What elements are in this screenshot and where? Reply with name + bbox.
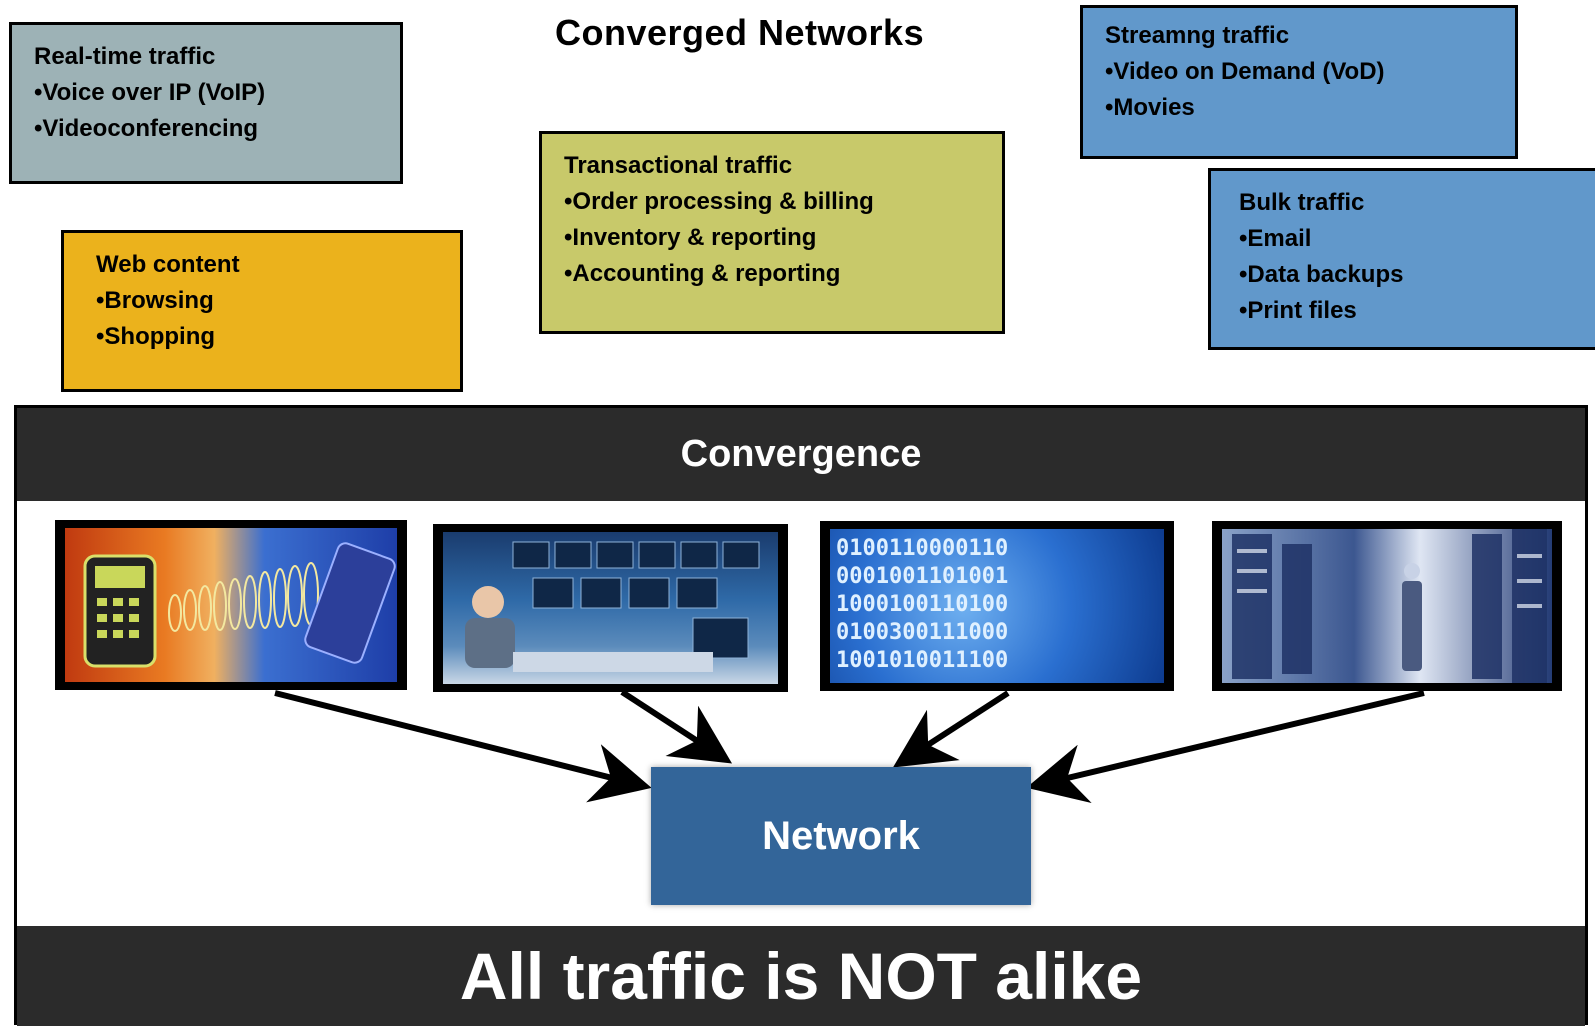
traffic-footer: All traffic is NOT alike: [17, 926, 1585, 1026]
svg-text:0100110000110: 0100110000110: [836, 536, 1008, 561]
arrow-1: [274, 690, 652, 803]
svg-text:0001001101001: 0001001101001: [836, 564, 1008, 589]
transactional-heading: Transactional traffic: [564, 152, 793, 179]
web-content-box: Web content Browsing Shopping: [61, 230, 463, 392]
server-racks-icon: [1232, 529, 1547, 683]
streaming-item: Movies: [1105, 90, 1493, 126]
binary-digits-icon: 0100110000110 0001001101001 100010011010…: [836, 536, 1008, 673]
realtime-item: Videoconferencing: [34, 111, 378, 147]
realtime-heading: Real-time traffic: [34, 43, 216, 70]
binary-data-image: 0100110000110 0001001101001 100010011010…: [820, 521, 1174, 691]
phone-waves-icon: [83, 542, 396, 668]
transactional-item: Accounting & reporting: [564, 256, 980, 292]
transactional-item: Inventory & reporting: [564, 220, 980, 256]
monitors-icon: [465, 541, 760, 672]
diagram-title: Converged Networks: [555, 12, 925, 53]
realtime-item: Voice over IP (VoIP): [34, 75, 378, 111]
bulk-traffic-box: Bulk traffic Email Data backups Print fi…: [1208, 168, 1595, 350]
streaming-traffic-box: Streamng traffic Video on Demand (VoD) M…: [1080, 5, 1518, 159]
web-heading: Web content: [96, 251, 240, 278]
server-room-image: [1212, 521, 1562, 691]
web-item: Shopping: [96, 319, 438, 355]
bulk-item: Email: [1239, 221, 1573, 257]
convergence-header: Convergence: [17, 408, 1585, 501]
network-box: Network: [651, 767, 1031, 905]
voip-phone-image: [55, 520, 407, 690]
svg-text:1000100110100: 1000100110100: [836, 592, 1008, 617]
bulk-item: Print files: [1239, 293, 1573, 329]
streaming-item: Video on Demand (VoD): [1105, 54, 1493, 90]
control-room-image: [433, 524, 788, 692]
svg-text:0100300111000: 0100300111000: [836, 620, 1008, 645]
svg-text:1001010011100: 1001010011100: [836, 648, 1008, 673]
transactional-item: Order processing & billing: [564, 184, 980, 220]
arrow-4: [1026, 690, 1425, 804]
bulk-heading: Bulk traffic: [1239, 189, 1365, 216]
arrow-2: [620, 689, 733, 764]
web-item: Browsing: [96, 283, 438, 319]
bulk-item: Data backups: [1239, 257, 1573, 293]
streaming-heading: Streamng traffic: [1105, 22, 1290, 49]
realtime-traffic-box: Real-time traffic Voice over IP (VoIP) V…: [9, 22, 403, 184]
arrow-3: [892, 690, 1010, 768]
transactional-traffic-box: Transactional traffic Order processing &…: [539, 131, 1005, 334]
